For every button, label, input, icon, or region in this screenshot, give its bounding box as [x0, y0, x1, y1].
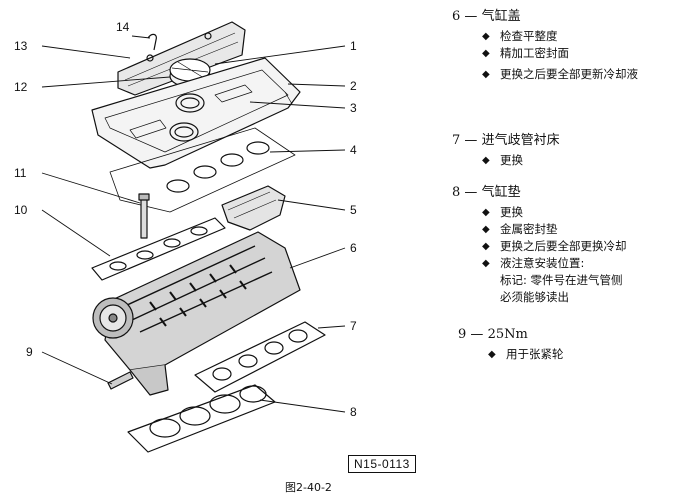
legend-9-dash: — [470, 327, 484, 342]
legend-8-number: 8 [452, 185, 461, 200]
leader-lines [41, 35, 346, 413]
legend-6-item-3: ◆更换之后要全部更新冷却液 [482, 67, 638, 81]
callout-4: 4 [350, 143, 357, 157]
legend-8-note-2: 必须能够读出 [500, 290, 569, 304]
tensioner-bolt [107, 371, 134, 390]
legend-9-item-1: ◆用于张紧轮 [488, 347, 564, 361]
callout-9: 9 [26, 345, 33, 359]
bullet-icon: ◆ [482, 241, 490, 252]
legend-7-title: 进气歧管衬床 [481, 133, 560, 148]
exhaust-gasket [91, 217, 226, 281]
callout-10: 10 [14, 203, 28, 217]
head-bolt [138, 193, 150, 239]
figure-code-box: N15-0113 [348, 455, 416, 473]
intake-manifold-liner [221, 185, 286, 231]
callout-8: 8 [350, 405, 357, 419]
camshaft-gear [92, 297, 134, 339]
bullet-icon: ◆ [482, 31, 490, 42]
legend-section-6: 6 — 气缸盖 ◆检查平整度 ◆精加工密封面 ◆更换之后要全部更新冷却液 [452, 8, 650, 83]
legend-6-dash: — [464, 9, 478, 24]
legend-section-7: 7 — 进气歧管衬床 ◆更换 [452, 132, 560, 169]
legend-section-8: 8 — 气缸垫 ◆更换 ◆金属密封垫 ◆更换之后要全部更换冷却 ◆液注意安装位置… [452, 184, 627, 306]
legend-8-item-3: ◆更换之后要全部更换冷却 [482, 239, 627, 253]
callout-13: 13 [14, 39, 28, 53]
bullet-icon: ◆ [482, 207, 490, 218]
legend-7-item-1: ◆更换 [482, 153, 523, 167]
exploded-engine-diagram: 1 2 3 4 5 6 7 8 9 10 11 12 13 14 [14, 20, 357, 453]
legend-6-item-2: ◆精加工密封面 [482, 46, 569, 60]
callout-labels: 1 2 3 4 5 6 7 8 9 10 11 12 13 14 [14, 20, 357, 419]
top-screw [147, 33, 157, 51]
intake-manifold-gasket [194, 321, 326, 393]
legend-7-number: 7 [452, 133, 461, 148]
bullet-icon: ◆ [482, 155, 490, 166]
bullet-icon: ◆ [482, 69, 490, 80]
legend-9-title: 25Nm [487, 327, 528, 342]
legend-6-item-1: ◆检查平整度 [482, 29, 558, 43]
legend-8-title: 气缸垫 [481, 185, 521, 200]
legend-8-note-1: 标记: 零件号在进气管侧 [500, 273, 623, 287]
legend-section-9: 9 — 25Nm ◆用于张紧轮 [458, 326, 564, 363]
callout-1: 1 [350, 39, 357, 53]
figure-caption: 图2-40-2 [285, 481, 332, 494]
legend-8-dash: — [464, 185, 478, 200]
bullet-icon: ◆ [482, 48, 490, 59]
leader-line-2 [287, 83, 346, 87]
legend-8-item-2: ◆金属密封垫 [482, 222, 558, 236]
bullet-icon: ◆ [482, 258, 490, 269]
callout-7: 7 [350, 319, 357, 333]
callout-12: 12 [14, 80, 28, 94]
legend-6-number: 6 [452, 9, 461, 24]
callout-3: 3 [350, 101, 357, 115]
bullet-icon: ◆ [488, 349, 496, 360]
legend-8-item-4: ◆液注意安装位置: 标记: 零件号在进气管侧 必须能够读出 [482, 255, 627, 306]
valve-cover-gasket [109, 127, 296, 213]
bullet-icon: ◆ [482, 224, 490, 235]
legend-7-dash: — [464, 133, 478, 148]
cylinder-head [104, 231, 301, 396]
legend-8-item-1: ◆更换 [482, 205, 523, 219]
callout-6: 6 [350, 241, 357, 255]
legend-6-title: 气缸盖 [481, 9, 521, 24]
callout-11: 11 [14, 166, 27, 180]
callout-14: 14 [116, 20, 130, 34]
legend-9-number: 9 [458, 327, 467, 342]
callout-2: 2 [350, 79, 357, 93]
callout-5: 5 [350, 203, 357, 217]
